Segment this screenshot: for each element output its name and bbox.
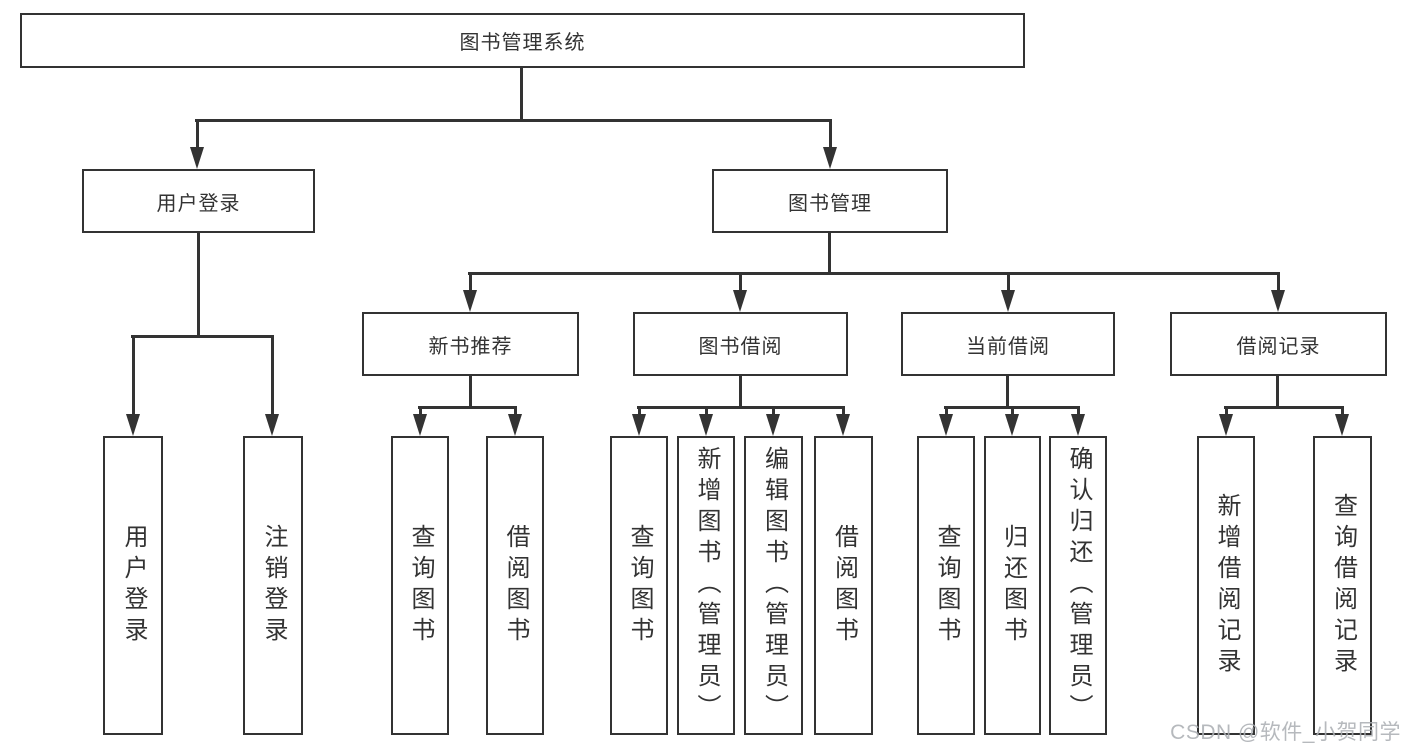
connector-line [1276, 376, 1279, 409]
connector-line [1224, 406, 1344, 409]
arrow-down-icon [632, 406, 646, 436]
arrow-down-icon [190, 119, 204, 169]
connector-line [739, 376, 742, 409]
leaf-label: 借阅图书 [830, 523, 858, 648]
leaf-label: 确认归还（管理员） [1065, 446, 1092, 725]
arrow-down-icon [1219, 406, 1233, 436]
connector-line [520, 68, 523, 122]
node-label: 当前借阅 [966, 335, 1050, 358]
leaf-label: 查询借阅记录 [1329, 492, 1357, 679]
arrow-down-icon [1071, 406, 1085, 436]
node-label: 图书借阅 [698, 335, 783, 358]
connector-line [1006, 376, 1009, 409]
connector-line [197, 233, 200, 335]
leaf-query-books-recommend: 查询图书 [391, 436, 449, 735]
leaf-label: 查询图书 [626, 523, 653, 648]
connector-line [131, 335, 274, 338]
leaf-label: 用户登录 [120, 523, 147, 648]
arrow-down-icon [1001, 272, 1015, 312]
node-root: 图书管理系统 [20, 13, 1025, 68]
leaf-borrow-books: 借阅图书 [814, 436, 873, 735]
arrow-down-icon [126, 335, 140, 436]
leaf-query-borrow-record: 查询借阅记录 [1313, 436, 1372, 735]
arrow-down-icon [265, 335, 279, 436]
node-current-borrow: 当前借阅 [901, 312, 1115, 376]
leaf-label: 查询图书 [933, 523, 960, 648]
node-label: 借阅记录 [1236, 335, 1321, 358]
leaf-add-books-admin: 新增图书（管理员） [677, 436, 735, 735]
connector-line [195, 119, 832, 122]
connector-line [469, 376, 472, 409]
leaf-user-login: 用户登录 [103, 436, 163, 735]
arrow-down-icon [939, 406, 953, 436]
arrow-down-icon [413, 406, 427, 436]
node-user-login: 用户登录 [82, 169, 315, 233]
arrow-down-icon [463, 272, 477, 312]
node-borrow-records: 借阅记录 [1170, 312, 1387, 376]
leaf-return-books: 归还图书 [984, 436, 1041, 735]
node-book-borrow: 图书借阅 [633, 312, 848, 376]
node-book-management: 图书管理 [712, 169, 948, 233]
leaf-edit-books-admin: 编辑图书（管理员） [744, 436, 803, 735]
leaf-label: 编辑图书（管理员） [760, 446, 788, 725]
arrow-down-icon [766, 406, 780, 436]
leaf-confirm-return-admin: 确认归还（管理员） [1049, 436, 1107, 735]
leaf-logout: 注销登录 [243, 436, 303, 735]
leaf-label: 归还图书 [999, 523, 1027, 648]
arrow-down-icon [1271, 272, 1285, 312]
leaf-label: 借阅图书 [502, 523, 529, 648]
arrow-down-icon [1005, 406, 1019, 436]
leaf-query-books-current: 查询图书 [917, 436, 975, 735]
connector-line [468, 272, 1279, 275]
connector-line [637, 406, 845, 409]
leaf-borrow-books-recommend: 借阅图书 [486, 436, 544, 735]
leaf-label: 注销登录 [260, 523, 287, 648]
node-new-book-recommend: 新书推荐 [362, 312, 579, 376]
leaf-add-borrow-record: 新增借阅记录 [1197, 436, 1255, 735]
node-root-label: 图书管理系统 [459, 32, 586, 54]
arrow-down-icon [836, 406, 850, 436]
leaf-label: 新增图书（管理员） [693, 446, 720, 725]
arrow-down-icon [508, 406, 522, 436]
node-label: 用户登录 [156, 192, 241, 215]
arrow-down-icon [733, 272, 747, 312]
arrow-down-icon [1335, 406, 1349, 436]
leaf-label: 新增借阅记录 [1213, 492, 1240, 679]
connector-line [418, 406, 517, 409]
arrow-down-icon [823, 119, 837, 169]
arrow-down-icon [699, 406, 713, 436]
connector-line [828, 233, 831, 275]
watermark: CSDN @软件_小贺同学 [1170, 721, 1401, 744]
leaf-label: 查询图书 [407, 523, 434, 648]
node-label: 新书推荐 [428, 335, 513, 358]
node-label: 图书管理 [788, 192, 872, 215]
leaf-query-books-borrow: 查询图书 [610, 436, 668, 735]
